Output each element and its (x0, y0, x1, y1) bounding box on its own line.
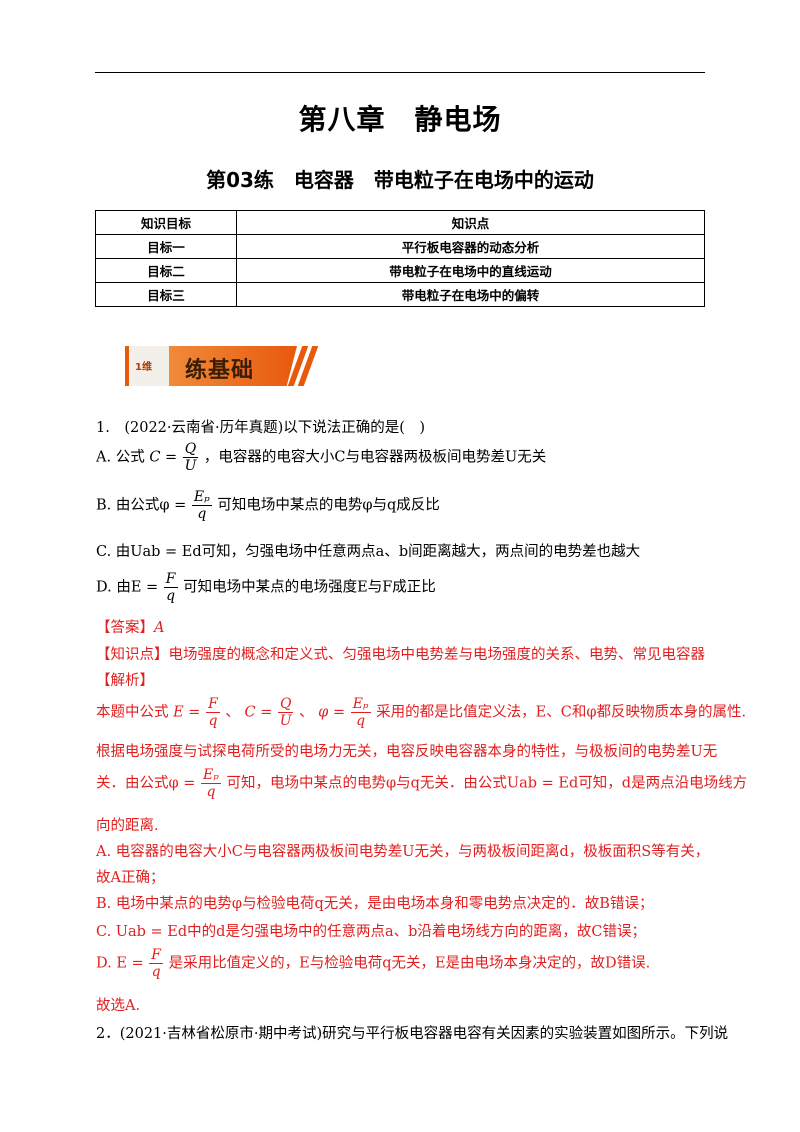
numerator: F (206, 696, 220, 713)
question-2-stem: 2．(2021·吉林省松原市·期中考试)研究与平行板电容器电容有关因素的实验装置… (96, 1026, 729, 1042)
analysis-line-6: 故A正确； (96, 870, 165, 886)
numerator: Eₚ (191, 489, 212, 506)
analysis-line-4: 向的距离. (96, 818, 159, 834)
analysis-text: 关．由公式φ = (96, 775, 196, 792)
table-cell: 带电粒子在电场中的偏转 (236, 282, 705, 307)
formula-c-eq: C = (244, 704, 273, 721)
numerator: F (149, 947, 163, 964)
analysis-line-7: B. 电场中某点的电势φ与检验电荷q无关，是由电场本身和零电势点决定的．故B错误… (96, 896, 654, 912)
goals-table: 知识目标 知识点 目标一 平行板电容器的动态分析 目标二 带电粒子在电场中的直线… (95, 210, 705, 307)
option-a-prefix: A. 公式 (96, 449, 145, 466)
knowledge-point-value: 电场强度的概念和定义式、匀强电场中电势差与电场强度的关系、电势、常见电容器 (168, 647, 706, 663)
numerator: Eₚ (201, 767, 221, 784)
denominator: q (208, 713, 218, 729)
numerator: Q (277, 696, 294, 713)
table-cell: 平行板电容器的动态分析 (236, 234, 705, 259)
denominator: q (166, 588, 176, 604)
denominator: q (197, 506, 207, 522)
separator: 、 (225, 704, 240, 721)
table-cell: 目标一 (95, 234, 237, 259)
analysis-text: 是采用比值定义的，E与检验电荷q无关，E是由电场本身决定的，故D错误. (168, 955, 651, 972)
table-row: 目标二 带电粒子在电场中的直线运动 (95, 258, 705, 283)
table-header-row: 知识目标 知识点 (95, 210, 705, 235)
table-cell: 带电粒子在电场中的直线运动 (236, 258, 705, 283)
analysis-text: 本题中公式 (96, 704, 169, 721)
banner-tag-box (125, 346, 177, 386)
header-rule (95, 72, 705, 73)
analysis-text: 采用的都是比值定义法，E、C和φ都反映物质本身的属性. (376, 704, 747, 721)
banner-bar (169, 346, 297, 386)
question-stem: 1. (2022·云南省·历年真题)以下说法正确的是( ) (96, 420, 426, 436)
banner-label: 练基础 (185, 358, 255, 383)
numerator: F (163, 571, 178, 588)
formula-phi-eq: φ = (318, 704, 346, 721)
option-c: C. 由Uab = Ed可知，匀强电场中任意两点a、b间距离越大，两点间的电势差… (96, 544, 641, 560)
table-row: 目标三 带电粒子在电场中的偏转 (95, 282, 705, 307)
analysis-line-5: A. 电容器的电容大小C与电容器两极板间电势差U无关，与两极板间距离d，极板面积… (96, 844, 710, 860)
numerator: Q (182, 441, 199, 458)
table-header-cell: 知识点 (236, 210, 705, 235)
analysis-line-8: C. Uab = Ed中的d是匀强电场中的任意两点a、b沿着电场线方向的距离，故… (96, 924, 646, 940)
analysis-line-10: 故选A. (96, 998, 141, 1014)
analysis-text: 可知，电场中某点的电势φ与q无关．由公式Uab = Ed可知，d是两点沿电场线方 (226, 775, 748, 792)
table-cell: 目标二 (95, 258, 237, 283)
analysis-label: 【解析】 (96, 673, 154, 689)
chapter-title: 第八章 静电场 (298, 103, 502, 136)
denominator: q (356, 713, 366, 729)
table-row: 目标一 平行板电容器的动态分析 (95, 234, 705, 259)
knowledge-point-line: 【知识点】电场强度的概念和定义式、匀强电场中电势差与电场强度的关系、电势、常见电… (96, 643, 705, 664)
denominator: U (184, 458, 197, 474)
answer-value: A (154, 620, 165, 636)
answer-line: 【答案】A (96, 616, 164, 637)
option-b-prefix: B. 由公式φ = (96, 497, 187, 514)
option-a-text: ，电容器的电容大小C与电容器两极板间电势差U无关 (203, 449, 547, 466)
option-b-text: 可知电场中某点的电势φ与q成反比 (217, 497, 440, 514)
banner-tag: 1维 (135, 362, 152, 373)
table-cell: 目标三 (95, 282, 237, 307)
denominator: q (151, 964, 161, 980)
option-d-text: 可知电场中某点的电场强度E与F成正比 (183, 579, 436, 596)
numerator: Eₚ (350, 696, 371, 713)
section-banner: 1维 练基础 (125, 344, 319, 392)
analysis-text: D. E = (96, 955, 144, 972)
separator: 、 (299, 704, 314, 721)
analysis-line-2: 根据电场强度与试探电荷所受的电场力无关，电容反映电容器本身的特性，与极板间的电势… (96, 744, 718, 760)
formula-e-eq: E = (173, 704, 201, 721)
denominator: q (206, 784, 216, 800)
option-d-prefix: D. 由E = (96, 579, 159, 596)
answer-label: 【答案】 (96, 620, 154, 636)
formula-c-eq: C = (149, 449, 178, 466)
section-title: 第03练 电容器 带电粒子在电场中的运动 (206, 168, 594, 192)
denominator: U (279, 713, 292, 729)
table-header-cell: 知识目标 (95, 210, 237, 235)
knowledge-point-label: 【知识点】 (96, 647, 169, 663)
